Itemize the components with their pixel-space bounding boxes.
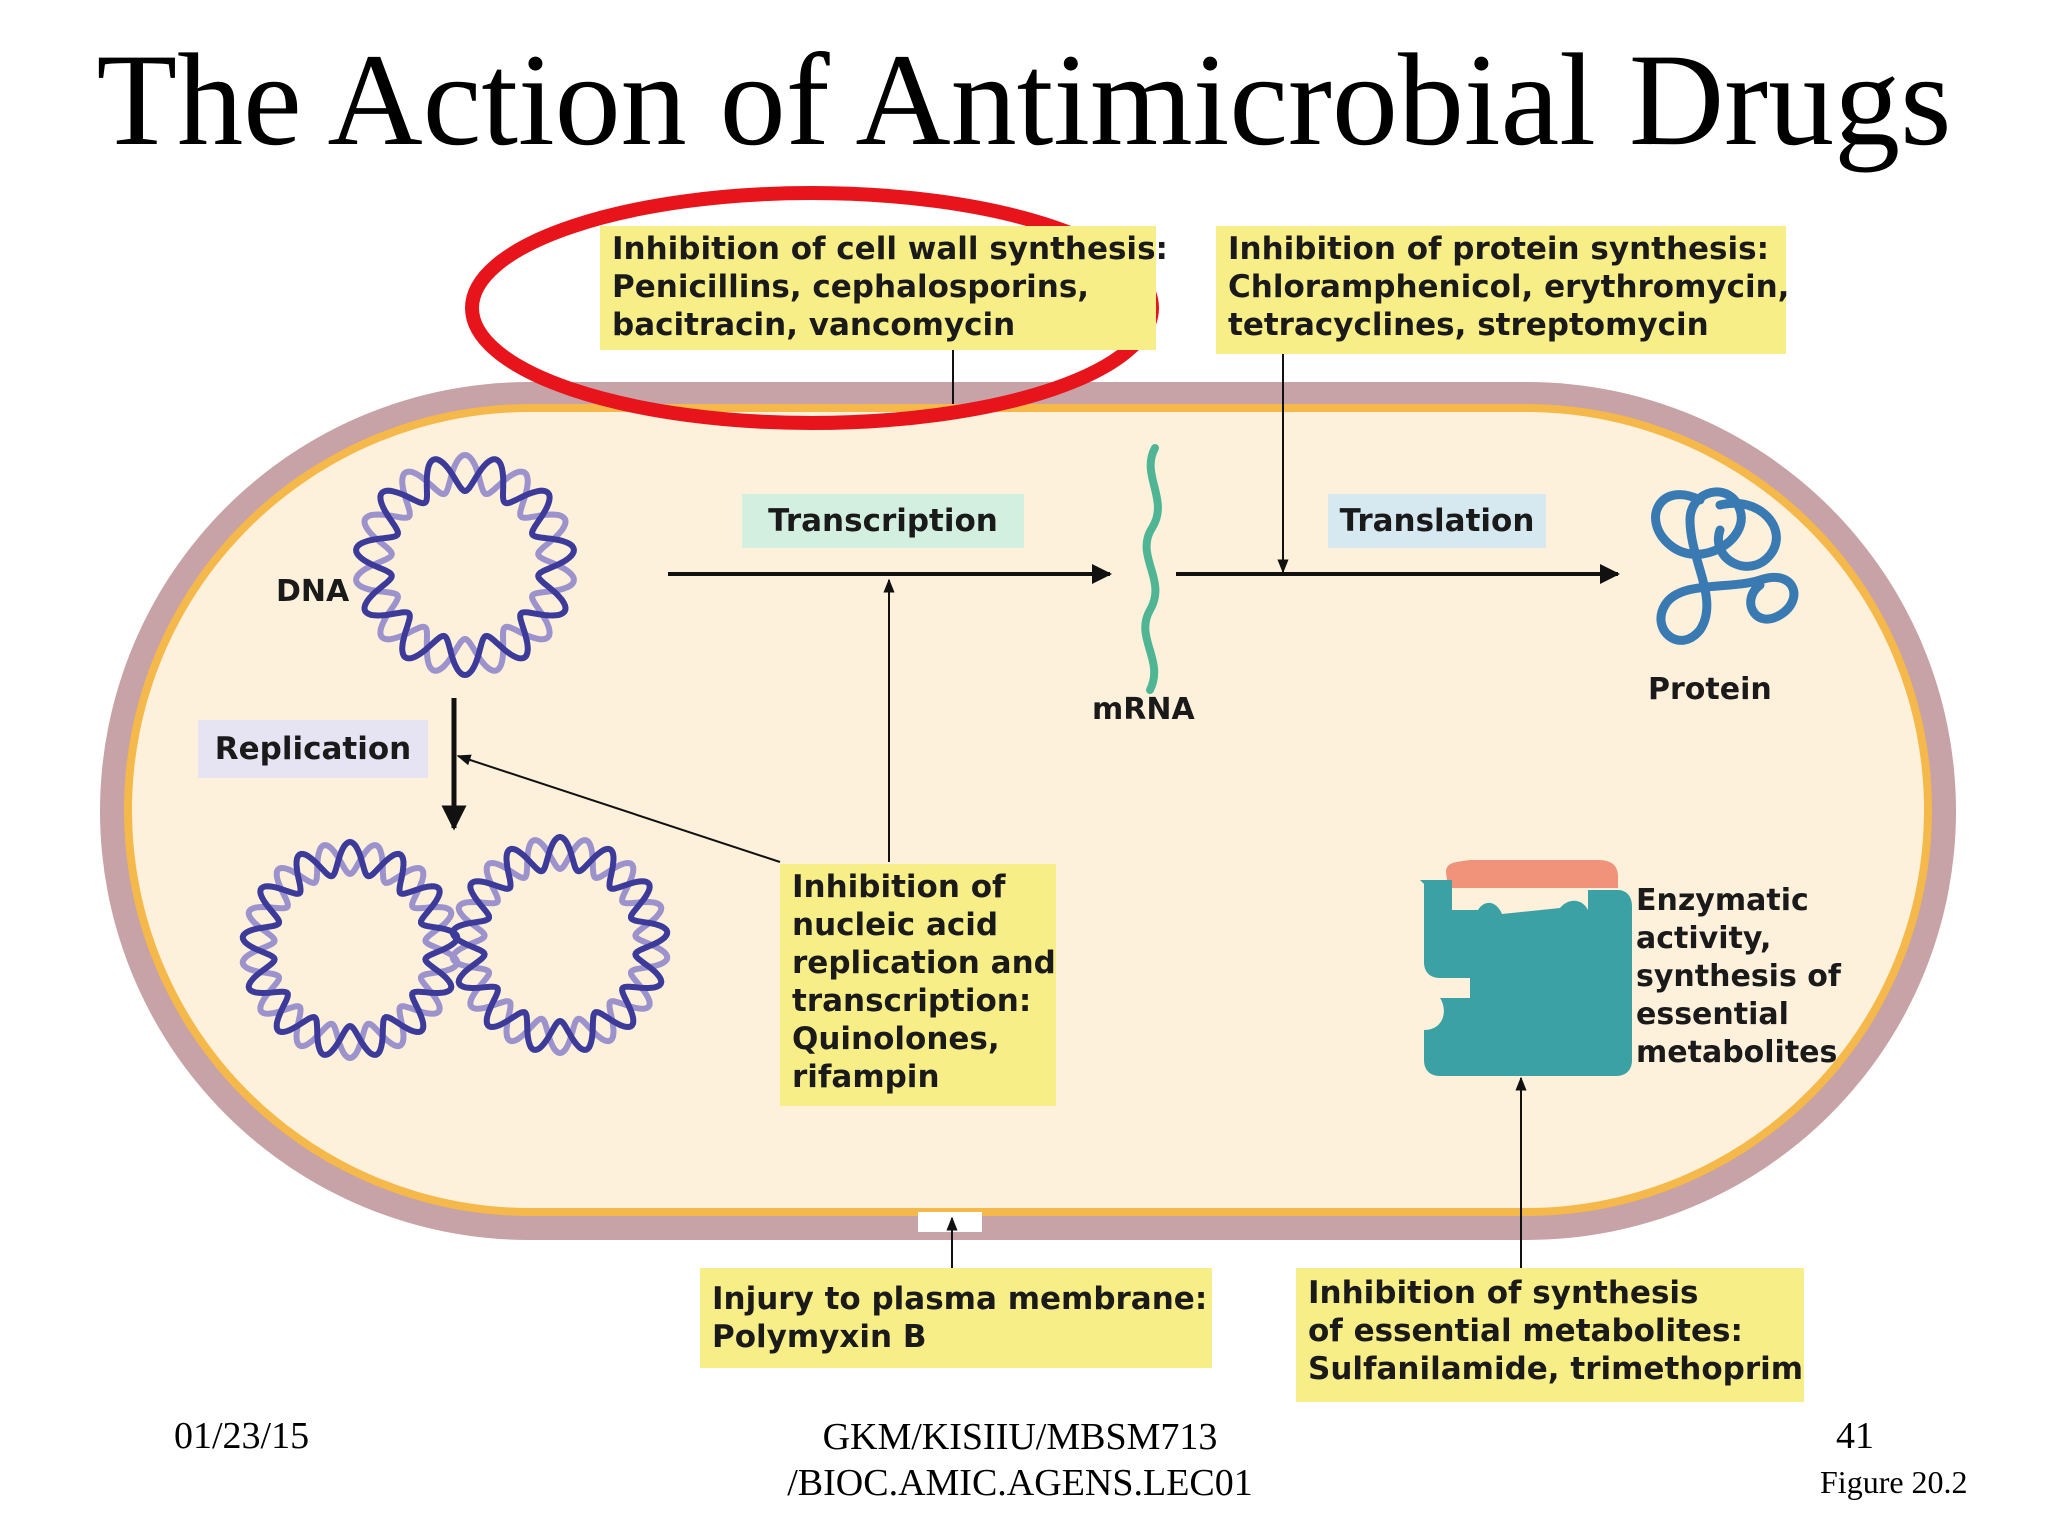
translation-tag: Translation	[1328, 494, 1546, 548]
box-line: Sulfanilamide, trimethoprim	[1308, 1351, 1804, 1387]
transcription-tag: Transcription	[742, 494, 1024, 548]
protein-synthesis-inhibition-box: Inhibition of protein synthesis: Chloram…	[1216, 226, 1790, 354]
replicated-dna-left-icon	[239, 838, 461, 1062]
figure-reference: Figure 20.2	[1820, 1464, 1968, 1500]
box-line: Inhibition of cell wall synthesis:	[612, 231, 1168, 267]
plasma-membrane-injury-box: Injury to plasma membrane: Polymyxin B	[700, 1268, 1212, 1368]
dna-icon	[353, 451, 577, 679]
box-line: of essential metabolites:	[1308, 1313, 1743, 1349]
replication-inhibition-pointer	[456, 754, 781, 863]
box-line: Penicillins, cephalosporins,	[612, 269, 1090, 305]
box-line: Chloramphenicol, erythromycin,	[1228, 269, 1790, 305]
replicated-dna-right-icon	[449, 833, 671, 1057]
dna-label: DNA	[276, 574, 350, 609]
nucleic-acid-inhibition-box: Inhibition of nucleic acid replication a…	[780, 864, 1056, 1106]
box-line: Inhibition of protein synthesis:	[1228, 231, 1769, 267]
course-code-line: /BIOC.AMIC.AGENS.LEC01	[787, 1462, 1253, 1504]
mrna-label: mRNA	[1092, 692, 1195, 727]
cell-wall-inhibition-box: Inhibition of cell wall synthesis: Penic…	[600, 226, 1168, 350]
course-code: GKM/KISIIU/MBSM713 /BIOC.AMIC.AGENS.LEC0…	[700, 1414, 1340, 1506]
mrna-icon	[1141, 444, 1162, 694]
enzyme-label-line: synthesis of	[1636, 959, 1841, 994]
box-line: Quinolones,	[792, 1021, 1000, 1057]
enzyme-label-line: essential	[1636, 997, 1789, 1032]
slide-title: The Action of Antimicrobial Drugs	[96, 26, 1952, 173]
box-line: bacitracin, vancomycin	[612, 307, 1016, 343]
slide-date: 01/23/15	[174, 1415, 310, 1457]
box-line: Injury to plasma membrane:	[712, 1281, 1208, 1317]
box-line: Inhibition of synthesis	[1308, 1275, 1699, 1311]
box-line: tetracyclines, streptomycin	[1228, 307, 1709, 343]
replication-tag: Replication	[198, 720, 428, 778]
box-line: replication and	[792, 945, 1056, 981]
membrane-injury-gap	[918, 1212, 982, 1232]
protein-icon	[1651, 487, 1799, 645]
enzyme-label-line: metabolites	[1636, 1035, 1838, 1070]
box-line: Inhibition of	[792, 869, 1006, 905]
box-line: transcription:	[792, 983, 1032, 1019]
enzyme-label-line: activity,	[1636, 921, 1772, 956]
protein-label: Protein	[1648, 672, 1772, 707]
metabolite-synthesis-inhibition-box: Inhibition of synthesis of essential met…	[1296, 1268, 1804, 1402]
slide-number: 41	[1836, 1415, 1874, 1457]
enzyme-label: Enzymatic activity, synthesis of essenti…	[1636, 882, 1841, 1072]
course-code-line: GKM/KISIIU/MBSM713	[822, 1416, 1218, 1458]
enzyme-label-line: Enzymatic	[1636, 883, 1809, 918]
box-line: nucleic acid	[792, 907, 999, 943]
box-line: Polymyxin B	[712, 1319, 927, 1355]
enzyme-icon	[1420, 860, 1632, 1076]
box-line: rifampin	[792, 1059, 940, 1095]
